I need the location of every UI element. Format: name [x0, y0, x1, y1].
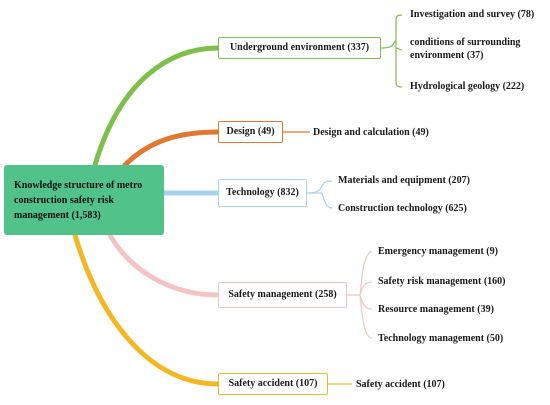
branch-node-underground: Underground environment (337) [218, 37, 381, 59]
branch-label: Safety management (258) [228, 289, 337, 300]
branch-node-safety-management: Safety management (258) [218, 282, 347, 308]
branch-label: Underground environment (337) [229, 42, 370, 53]
leaf-technology-management: Technology management (50) [378, 333, 504, 344]
trunk-safety-accident [72, 232, 221, 387]
root-node-label: Knowledge structure of metro constructio… [14, 179, 143, 221]
branch-node-technology: Technology (832) [218, 179, 307, 207]
leaf-investigation-survey: Investigation and survey (78) [410, 9, 535, 20]
leaf-emergency-management: Emergency management (9) [378, 246, 498, 257]
branch-label: Safety accident (107) [228, 378, 318, 389]
leaf-design-calculation: Design and calculation (49) [313, 127, 429, 138]
branch-label: Technology (832) [226, 187, 299, 198]
branch-node-safety-accident: Safety accident (107) [218, 373, 328, 395]
leaf-safety-risk-management: Safety risk management (160) [378, 276, 506, 287]
branch-node-design: Design (49) [218, 121, 283, 143]
leaf-surrounding-environment: conditions of surrounding environment (3… [410, 37, 521, 61]
root-node: Knowledge structure of metro constructio… [4, 165, 164, 235]
leaf-resource-management: Resource management (39) [378, 304, 494, 315]
bracket-underground [380, 14, 403, 88]
trunk-design [122, 129, 221, 168]
trunk-safety-management [107, 232, 221, 298]
leaf-construction-technology: Construction technology (625) [338, 203, 467, 214]
branch-label: Design (49) [226, 126, 275, 137]
leaf-materials-equipment: Materials and equipment (207) [338, 175, 470, 186]
bracket-safety-management [347, 251, 373, 339]
bracket-technology [306, 180, 333, 209]
leaf-safety-accident: Safety accident (107) [356, 379, 445, 390]
leaf-hydrological-geology: Hydrological geology (222) [410, 81, 525, 92]
trunk-underground [92, 45, 221, 168]
